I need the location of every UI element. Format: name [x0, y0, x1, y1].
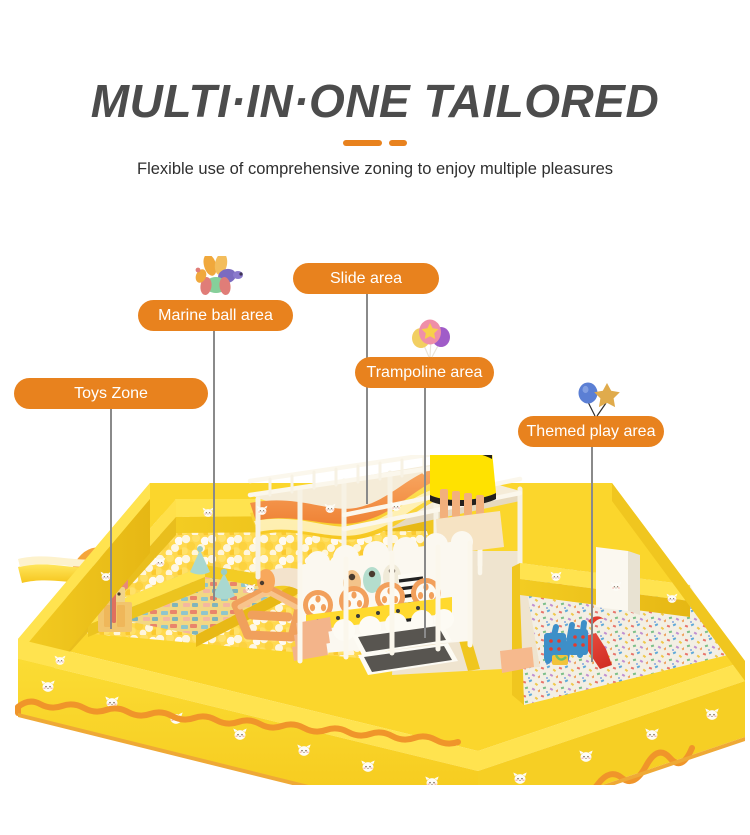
zone-label-slide-area[interactable]: Slide area	[293, 263, 439, 294]
zone-label-trampoline-area[interactable]: Trampoline area	[355, 357, 494, 388]
leader-line-trampoline-area	[424, 388, 426, 638]
balloon-dog-icon	[194, 256, 252, 306]
balloon-trio-icon	[408, 315, 454, 363]
page-title: MULTI·IN·ONE TAILORED	[90, 75, 660, 127]
zone-label-themed-play-area[interactable]: Themed play area	[518, 416, 664, 447]
title-underline-decoration	[0, 140, 750, 146]
page-subtitle: Flexible use of comprehensive zoning to …	[136, 160, 613, 178]
zone-label-marine-ball-area[interactable]: Marine ball area	[138, 300, 293, 331]
leader-line-marine-ball-area	[213, 331, 215, 601]
dash-long	[343, 140, 382, 146]
playground-svg	[15, 455, 745, 785]
leader-line-themed-play-area	[591, 447, 593, 662]
zone-label-toys-zone[interactable]: Toys Zone	[14, 378, 208, 409]
dash-short	[389, 140, 407, 146]
leader-line-slide-area	[366, 294, 368, 504]
page-header: MULTI·IN·ONE TAILORED Flexible use of co…	[0, 0, 750, 179]
leader-line-toys-zone	[110, 409, 112, 629]
balloon-star-icon	[575, 380, 621, 422]
playground-illustration	[0, 455, 750, 785]
